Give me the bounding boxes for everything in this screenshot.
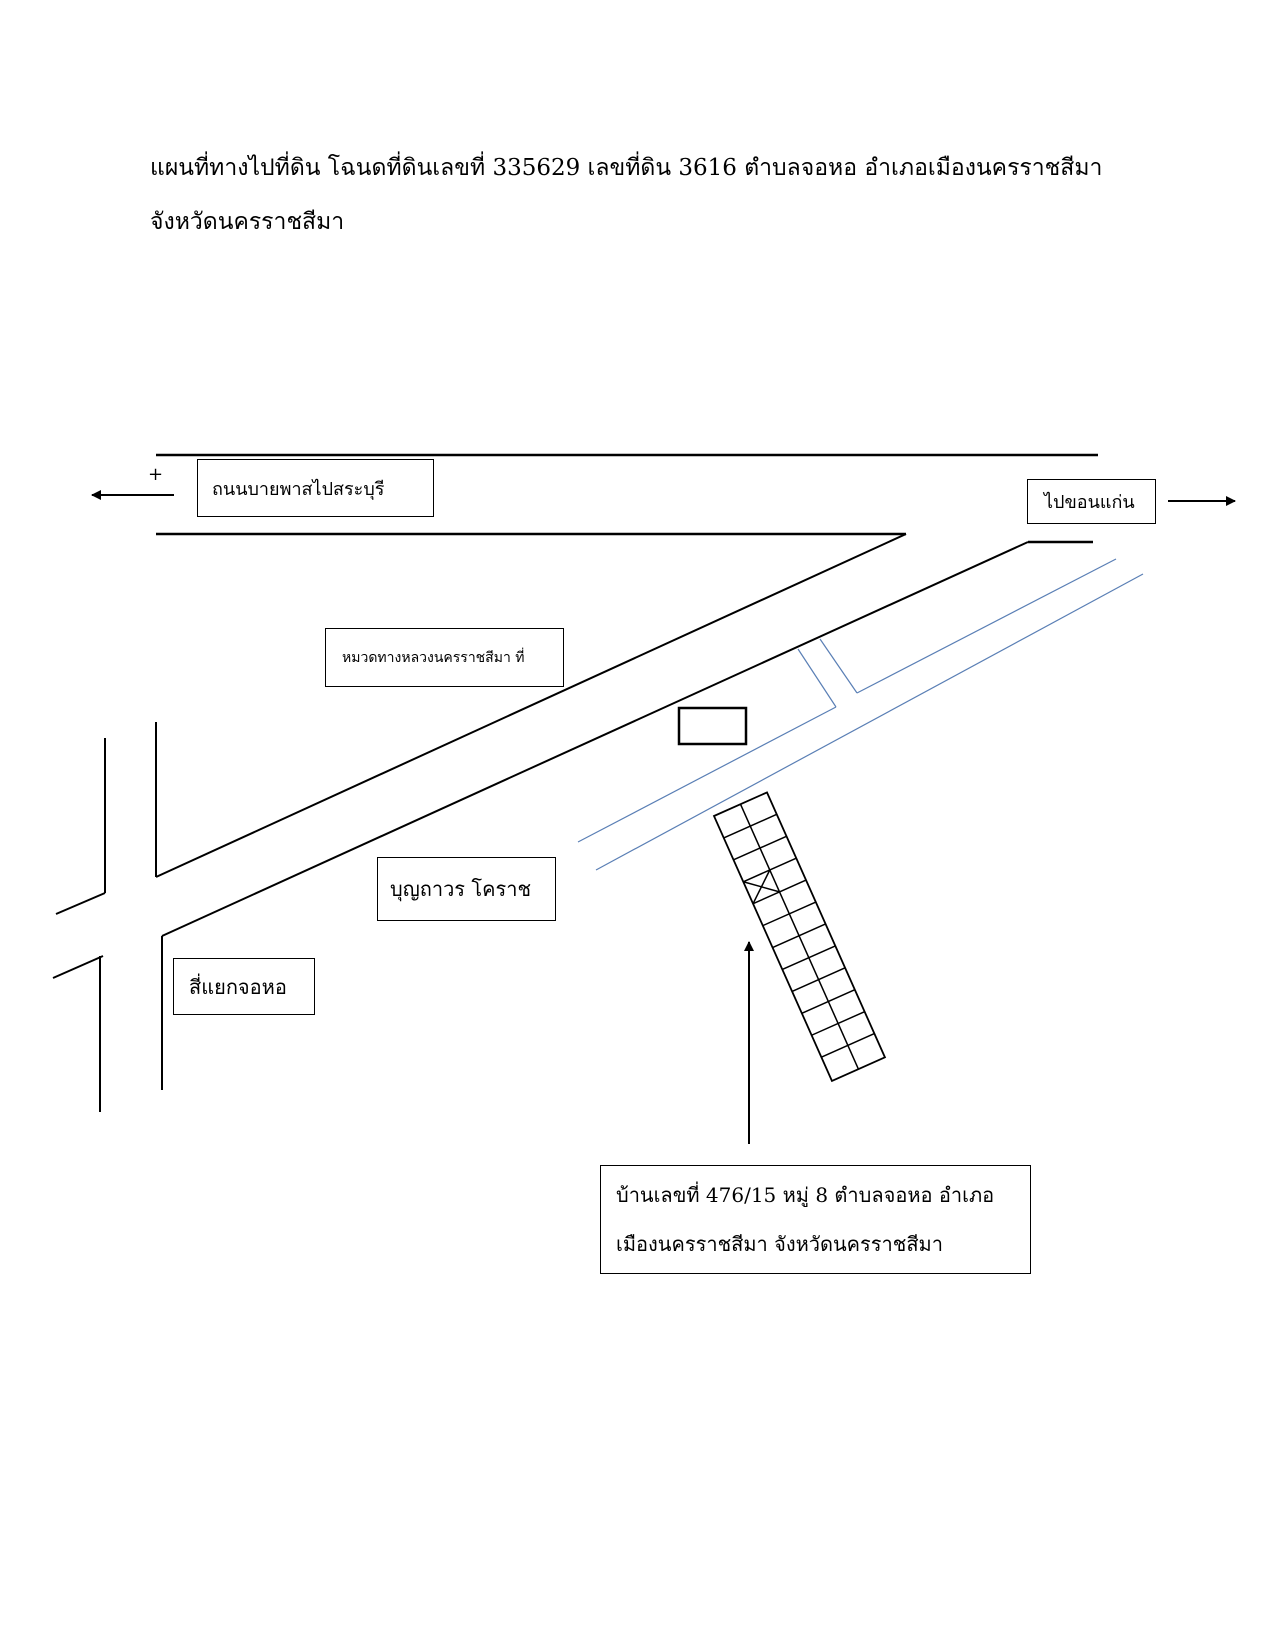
label-highway-district: หมวดทางหลวงนครราชสีมา ที่: [325, 628, 564, 687]
document-title-line-1: แผนที่ทางไปที่ดิน โฉนดที่ดินเลขที่ 33562…: [150, 155, 1103, 181]
label-to-khon-kaen-text: ไปขอนแก่น: [1044, 492, 1135, 513]
label-bypass-road-text: ถนนบายพาสไปสระบุรี: [212, 478, 385, 500]
canal-line-lower: [595, 573, 1144, 871]
side-road-left-lower-bend: [52, 955, 104, 979]
label-intersection: สี่แยกจอหอ: [173, 958, 315, 1015]
label-highway-district-text: หมวดทางหลวงนครราชสีมา ที่: [342, 649, 525, 666]
canal-line-upper-right: [856, 558, 1117, 694]
canal-connector-b: [819, 638, 858, 694]
main-road-lower-edge: [161, 541, 1029, 937]
house-plot-grid: [712, 791, 887, 1083]
plus-mark: +: [148, 464, 164, 485]
label-bunthaworn-text: บุญถาวร โคราช: [390, 877, 532, 901]
label-bypass-road: ถนนบายพาสไปสระบุรี: [197, 459, 434, 517]
label-house-address: บ้านเลขที่ 476/15 หมู่ 8 ตำบลจอหอ อำเภอ …: [600, 1165, 1031, 1274]
document-title-line-2: จังหวัดนครราชสีมา: [150, 209, 345, 235]
main-road-upper-edge: [155, 533, 907, 878]
house-address-line-2: เมืองนครราชสีมา จังหวัดนครราชสีมา: [616, 1231, 943, 1256]
building-marker: [677, 706, 748, 746]
canal-connector-a: [797, 648, 837, 708]
label-to-khon-kaen: ไปขอนแก่น: [1027, 479, 1156, 524]
label-bunthaworn: บุญถาวร โคราช: [377, 857, 556, 921]
label-intersection-text: สี่แยกจอหอ: [189, 974, 287, 999]
side-road-left-upper-bend: [55, 892, 106, 915]
house-address-line-1: บ้านเลขที่ 476/15 หมู่ 8 ตำบลจอหอ อำเภอ: [616, 1182, 995, 1207]
canal-line-upper-left: [577, 706, 837, 843]
